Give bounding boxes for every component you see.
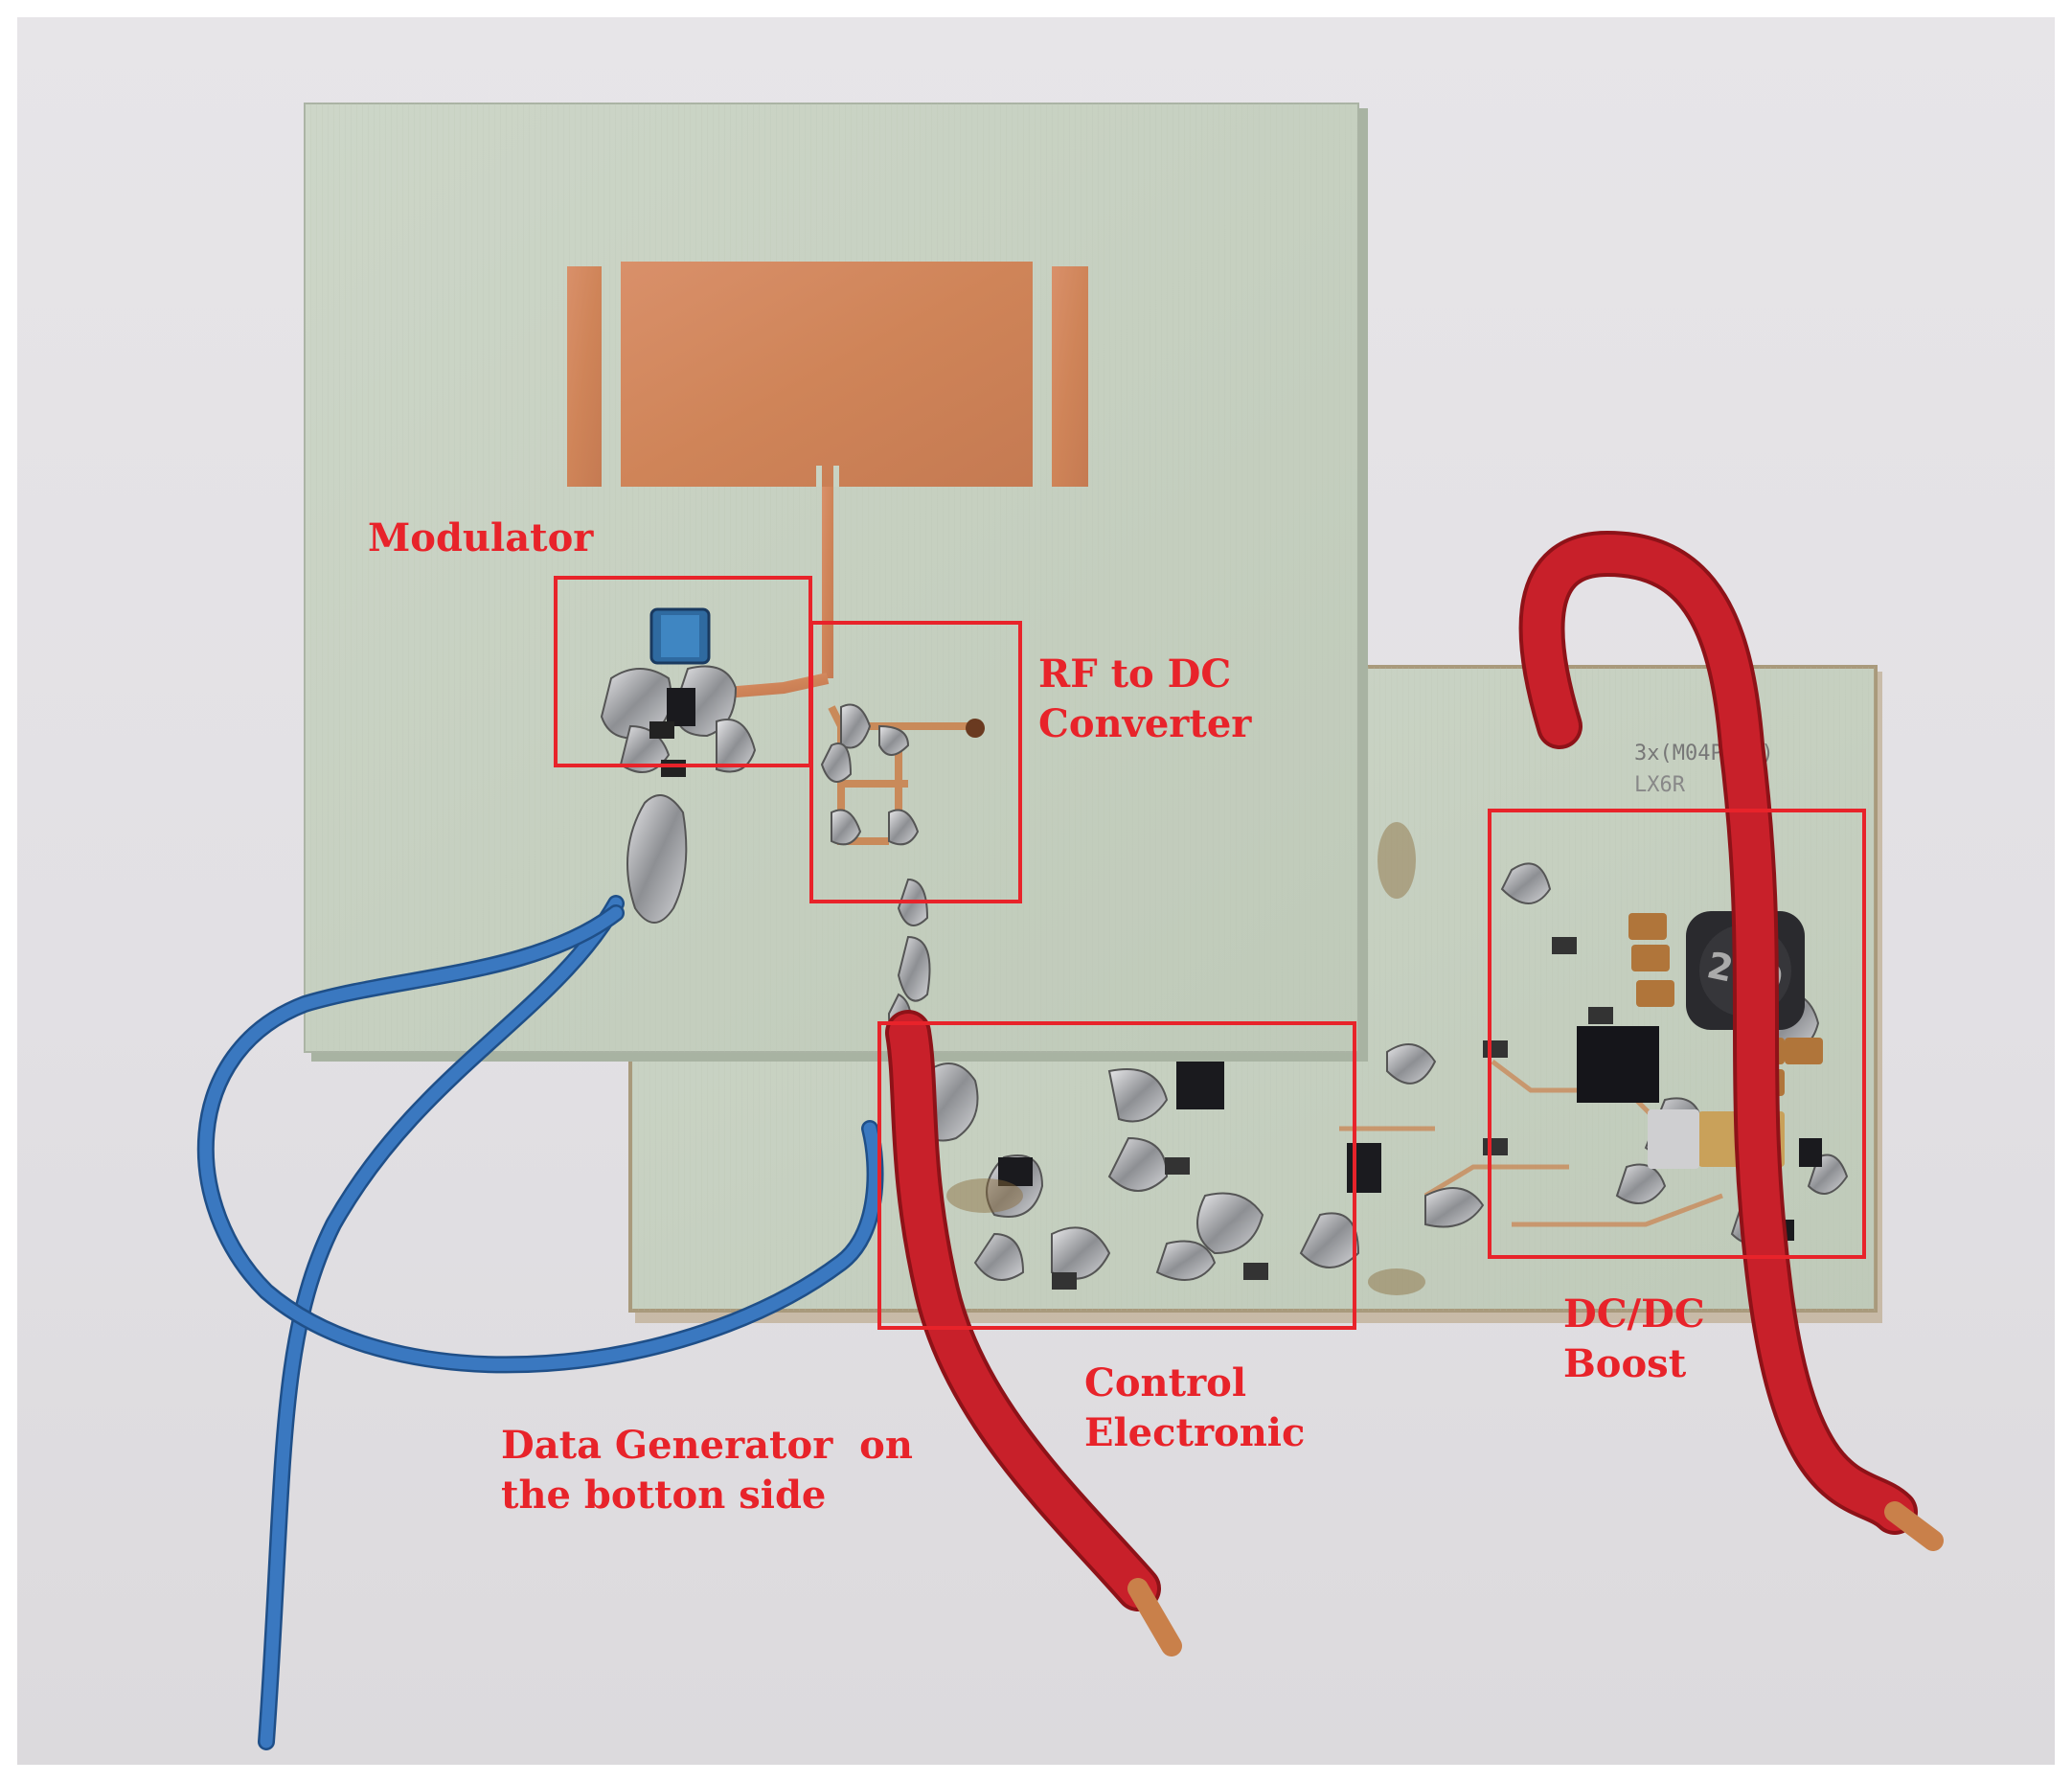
rf-to-dc-label: RF to DC Converter: [1038, 650, 1251, 749]
control-electronic-label: Control Electronic: [1084, 1359, 1305, 1458]
rf-to-dc-label-line-1: RF to DC: [1038, 651, 1232, 697]
dcdc-boost-label-line-1: DC/DC: [1563, 1291, 1705, 1336]
red-wires: [885, 530, 1944, 1656]
dcdc-boost-box: [1488, 809, 1866, 1259]
silkscreen-label-2: LX6R: [1634, 773, 1686, 797]
parasitic-strip-right: [1052, 266, 1088, 487]
photo: 220 3x(M04Pn10) LX6R: [17, 17, 2055, 1765]
data-generator-label-line-1: Data Generator on: [501, 1423, 913, 1468]
data-generator-label-line-2: the botton side: [501, 1473, 827, 1518]
patch-antenna: [621, 262, 1033, 487]
modulator-box: [554, 576, 812, 767]
pcb-photo: 220 3x(M04Pn10) LX6R: [196, 103, 1944, 1750]
control-electronic-label-line-1: Control: [1084, 1360, 1247, 1405]
antenna-pcb: [304, 103, 1368, 1062]
parasitic-strip-left: [567, 266, 602, 487]
control-electronic-label-line-2: Electronic: [1084, 1410, 1306, 1455]
modulator-label: Modulator: [368, 514, 593, 563]
dcdc-boost-label: DC/DC Boost: [1563, 1290, 1705, 1389]
rf-to-dc-box: [809, 621, 1022, 903]
data-generator-label: Data Generator on the botton side: [501, 1421, 913, 1520]
modulator-label-line: Modulator: [368, 515, 594, 560]
blue-wire: [196, 895, 884, 1750]
rf-to-dc-label-line-2: Converter: [1038, 701, 1252, 746]
control-electronic-box: [877, 1021, 1356, 1330]
dcdc-boost-label-line-2: Boost: [1563, 1341, 1687, 1386]
